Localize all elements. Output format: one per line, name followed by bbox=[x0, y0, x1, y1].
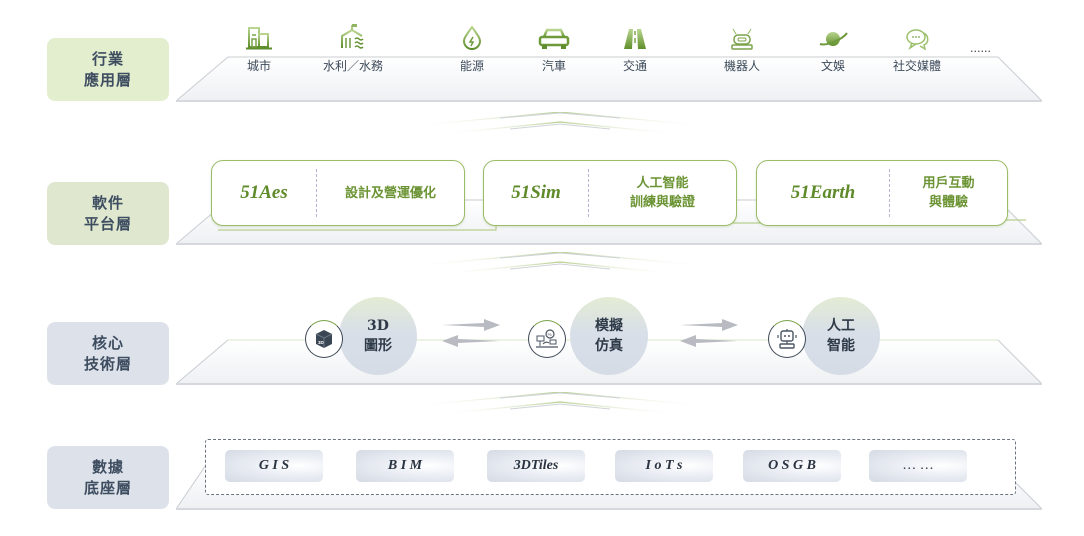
3d-cube-icon-badge: 3D bbox=[305, 320, 343, 358]
layer-separator-chevron bbox=[409, 112, 711, 135]
water-conservancy-icon bbox=[341, 24, 364, 49]
data-source-more[interactable]: … … bbox=[869, 450, 967, 482]
divider bbox=[889, 169, 890, 217]
car-icon bbox=[538, 28, 570, 49]
industry-item-label: 能源 bbox=[459, 59, 484, 73]
product-card-51sim[interactable]: 51Sim 人工智能訓練與驗證 bbox=[483, 160, 737, 226]
tech-label: 仿真 bbox=[595, 338, 623, 354]
energy-drop-icon bbox=[462, 26, 482, 50]
industry-item-label: 社交媒體 bbox=[892, 59, 941, 73]
chat-icon bbox=[906, 29, 929, 50]
planet-icon bbox=[819, 32, 848, 46]
simulation-icon-badge: % bbox=[528, 320, 566, 358]
tech-3d-graphics[interactable]: 3D 圖形 bbox=[339, 297, 417, 375]
industry-item-traffic[interactable]: 交通 bbox=[595, 24, 675, 74]
industry-item-label: 機器人 bbox=[723, 59, 760, 73]
label-line: 軟件 bbox=[91, 193, 124, 212]
bidirectional-arrows-icon bbox=[442, 319, 500, 347]
simulation-icon: % bbox=[536, 329, 558, 348]
svg-text:%: % bbox=[548, 332, 552, 337]
product-name: 51Sim bbox=[511, 182, 561, 203]
data-source-gis[interactable]: G I S bbox=[225, 450, 323, 482]
label-line: 行業 bbox=[91, 49, 124, 68]
industry-layer-label: 行業應用層 bbox=[47, 38, 169, 101]
industry-item-social-media[interactable]: 社交媒體 bbox=[877, 24, 957, 74]
robot-icon bbox=[731, 28, 753, 50]
more-industries-ellipsis: ...... bbox=[970, 42, 991, 55]
bidirectional-arrows-icon bbox=[680, 319, 738, 347]
data-source-bim[interactable]: B I M bbox=[356, 450, 454, 482]
ai-robot-icon bbox=[777, 329, 797, 349]
tech-label: 模擬 bbox=[595, 318, 623, 334]
industry-item-water[interactable]: 水利／水務 bbox=[313, 24, 393, 74]
product-name: 51Aes bbox=[240, 182, 288, 203]
product-card-51aes[interactable]: 51Aes 設計及營運優化 bbox=[211, 160, 465, 226]
label-line: 應用層 bbox=[83, 70, 132, 89]
industry-item-robot[interactable]: 機器人 bbox=[702, 24, 782, 74]
software-layer-label: 軟件平台層 bbox=[47, 182, 169, 245]
label-line: 核心 bbox=[91, 333, 124, 352]
data-source-iots[interactable]: I o T s bbox=[615, 450, 713, 482]
layer-separator-chevron bbox=[409, 252, 711, 275]
data-layer-label: 數據底座層 bbox=[47, 446, 169, 509]
industry-item-label: 汽車 bbox=[541, 59, 566, 73]
3d-cube-icon: 3D bbox=[315, 330, 333, 348]
divider bbox=[316, 169, 317, 217]
tech-label: 人工 bbox=[827, 318, 855, 334]
product-card-51earth[interactable]: 51Earth 用戶互動與體驗 bbox=[756, 160, 1008, 226]
industry-item-city[interactable]: 城市 bbox=[219, 24, 299, 74]
product-name: 51Earth bbox=[790, 182, 856, 203]
label-line: 數據 bbox=[91, 457, 124, 476]
industry-item-label: 交通 bbox=[622, 59, 647, 73]
industry-item-entertainment[interactable]: 文娛 bbox=[793, 24, 873, 74]
svg-text:3D: 3D bbox=[318, 340, 325, 345]
tech-label: 智能 bbox=[827, 338, 855, 354]
core-layer-label: 核心技術層 bbox=[47, 322, 169, 385]
label-line: 底座層 bbox=[83, 478, 132, 497]
building-icon bbox=[246, 27, 272, 50]
industry-item-energy[interactable]: 能源 bbox=[432, 24, 512, 74]
tech-ai[interactable]: 人工智能 bbox=[802, 297, 880, 375]
label-line: 技術層 bbox=[83, 354, 132, 373]
industry-platform bbox=[176, 56, 1042, 102]
industry-item-car[interactable]: 汽車 bbox=[514, 24, 594, 74]
divider bbox=[588, 169, 589, 217]
layer-separator-chevron bbox=[409, 392, 711, 415]
ai-robot-icon-badge bbox=[768, 320, 806, 358]
tech-label: 3D bbox=[367, 318, 389, 334]
product-desc: 用戶互動與體驗 bbox=[922, 176, 975, 210]
data-source-3dtiles[interactable]: 3DTiles bbox=[487, 450, 585, 482]
product-desc: 人工智能訓練與驗證 bbox=[629, 176, 695, 210]
product-desc: 設計及營運優化 bbox=[344, 185, 436, 201]
data-source-osgb[interactable]: O S G B bbox=[743, 450, 841, 482]
tech-simulation[interactable]: 模擬仿真 bbox=[570, 297, 648, 375]
industry-item-label: 文娛 bbox=[820, 59, 845, 73]
tech-label: 圖形 bbox=[364, 338, 392, 354]
road-icon bbox=[624, 29, 646, 49]
label-line: 平台層 bbox=[83, 214, 132, 233]
industry-item-label: 城市 bbox=[246, 59, 271, 73]
industry-item-label: 水利／水務 bbox=[322, 59, 383, 73]
